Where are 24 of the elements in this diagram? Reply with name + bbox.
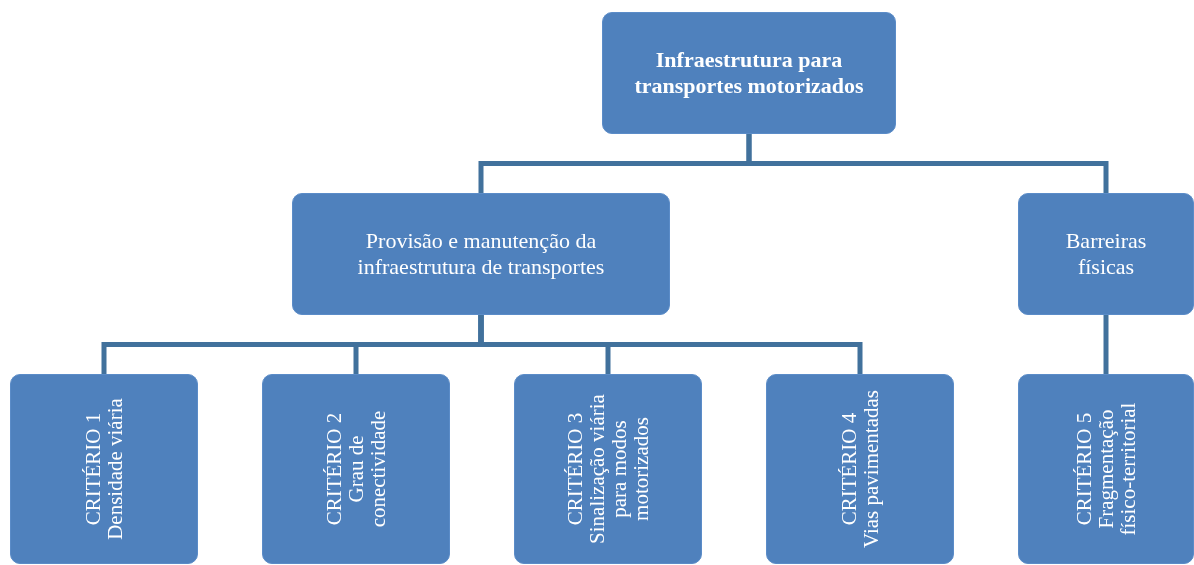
criterion-box: [766, 374, 954, 564]
criterion-text: CRITÉRIO 1: [81, 412, 104, 526]
criterion-text: CRITÉRIO 5: [1072, 412, 1095, 526]
criterion-box: [1018, 374, 1194, 564]
criterion-box: [10, 374, 198, 564]
connector-line: [1103, 315, 1109, 374]
category-box: [602, 12, 896, 134]
criterion-text: Fragmentação físico-territorial: [1094, 401, 1140, 538]
node-label: Provisão e manutenção da infraestrutura de transportes: [356, 228, 606, 280]
criterion-text: CRITÉRIO 4: [837, 412, 860, 526]
criterion-text: Sinalização viária para modos motorizados: [585, 393, 653, 546]
criterion-box: [262, 374, 450, 564]
node-label: Barreiras físicas: [1064, 228, 1148, 280]
connector-line: [746, 134, 1109, 193]
connector-line: [478, 315, 863, 374]
criterion-box: [514, 374, 702, 564]
category-box: [292, 193, 670, 315]
criterion-text: Vias pavimentadas: [860, 390, 883, 548]
node-label: Infraestrutura para transportes motorizados: [633, 47, 865, 99]
criterion-text: CRITÉRIO 3: [563, 412, 586, 526]
category-box: [1018, 193, 1194, 315]
criterion-text: Densidade viária: [104, 398, 127, 540]
criterion-text: CRITÉRIO 2: [322, 412, 345, 526]
criterion-text: Grau de conectividade: [344, 409, 390, 530]
